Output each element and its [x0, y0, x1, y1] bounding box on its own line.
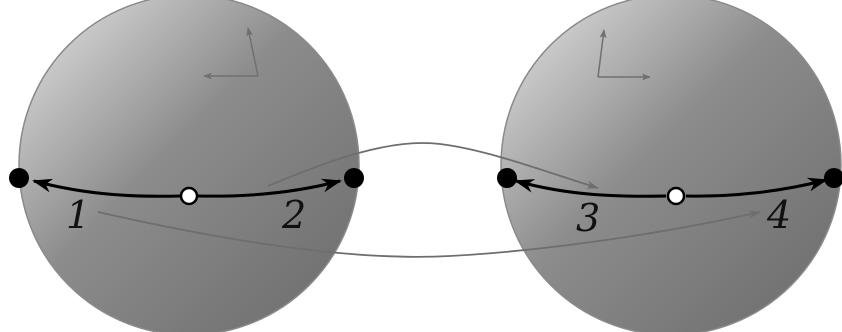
right-sphere [501, 0, 841, 332]
point-3-dot [497, 168, 517, 188]
point-1-dot [9, 168, 29, 188]
right-center-marker [668, 188, 684, 204]
label-4: 4 [766, 193, 791, 237]
left-center-marker [181, 188, 197, 204]
label-3: 3 [576, 196, 600, 240]
left-sphere [19, 0, 359, 332]
label-2: 2 [281, 193, 306, 237]
point-2-dot [344, 168, 364, 188]
label-1: 1 [66, 193, 90, 237]
